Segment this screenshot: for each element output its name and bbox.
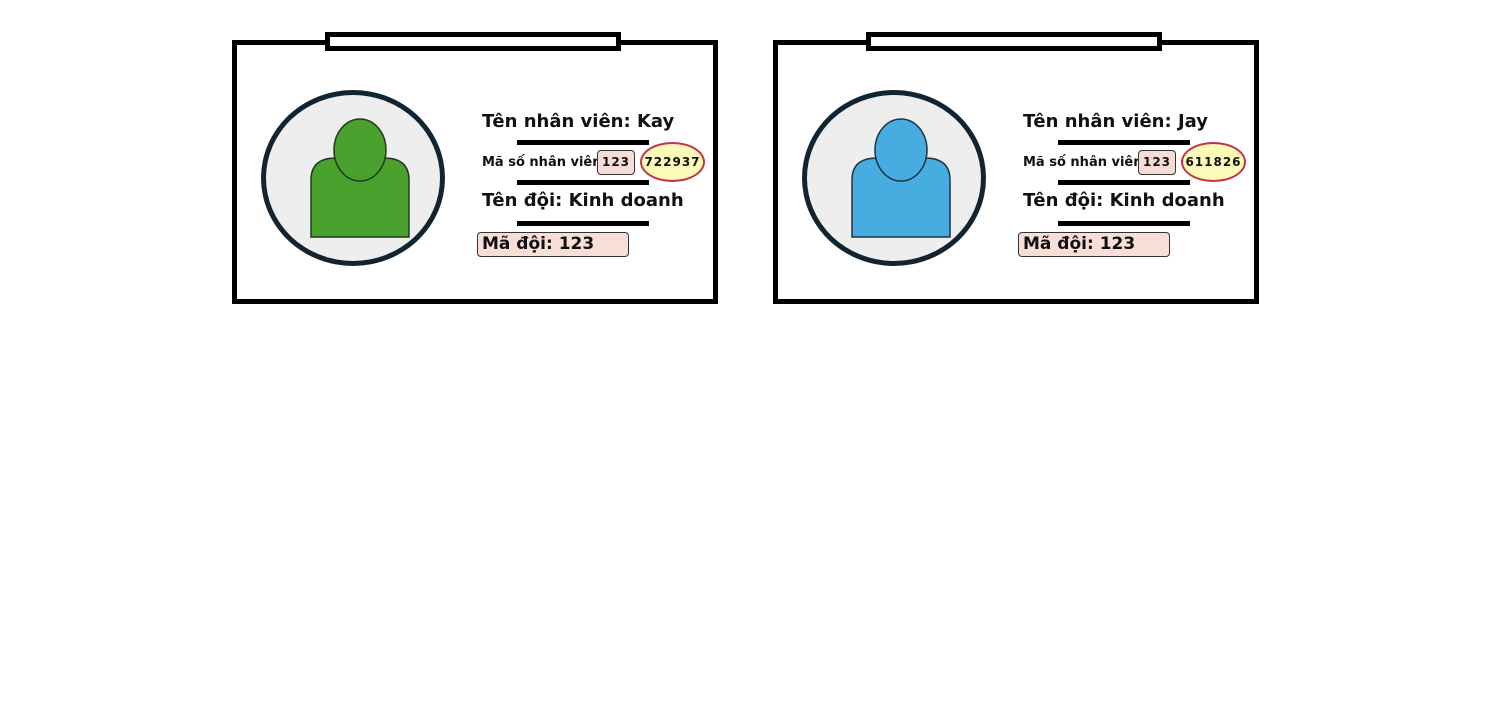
team-code: Mã đội: 123 (477, 232, 629, 257)
avatar-head (333, 118, 387, 182)
employee-id-suffix: 722937 (640, 142, 705, 182)
divider-line (517, 140, 649, 145)
card-clip-slot (866, 32, 1162, 51)
card-clip-slot (325, 32, 621, 51)
employee-id-label: Mã số nhân viên: (1023, 155, 1148, 170)
employee-name: Tên nhân viên: Jay (1023, 111, 1208, 132)
divider-line (1058, 221, 1190, 226)
avatar-head (874, 118, 928, 182)
employee-id-prefix: 123 (1138, 150, 1176, 175)
avatar (802, 90, 986, 266)
employee-id-label: Mã số nhân viên: (482, 155, 607, 170)
person-silhouette-icon (310, 118, 410, 238)
divider-line (517, 180, 649, 185)
divider-line (1058, 180, 1190, 185)
person-silhouette-icon (851, 118, 951, 238)
employee-id-suffix: 611826 (1181, 142, 1246, 182)
divider-line (517, 221, 649, 226)
employee-name: Tên nhân viên: Kay (482, 111, 675, 132)
divider-line (1058, 140, 1190, 145)
employee-id-prefix: 123 (597, 150, 635, 175)
avatar (261, 90, 445, 266)
team-name: Tên đội: Kinh doanh (1023, 190, 1225, 211)
employee-id-card: Tên nhân viên: Jay Mã số nhân viên: 123 … (773, 32, 1259, 304)
employee-id-card: Tên nhân viên: Kay Mã số nhân viên: 123 … (232, 32, 718, 304)
team-code: Mã đội: 123 (1018, 232, 1170, 257)
team-name: Tên đội: Kinh doanh (482, 190, 684, 211)
